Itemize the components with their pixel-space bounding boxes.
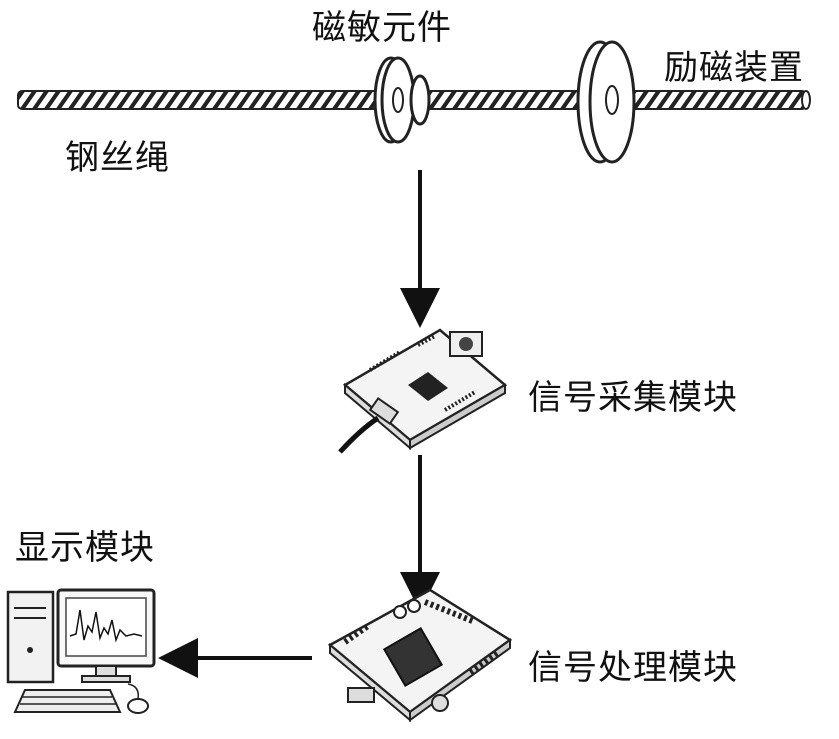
computer-display xyxy=(6,588,156,714)
magnetic-sensor-label: 磁敏元件 xyxy=(312,8,452,48)
signal-processing-label: 信号处理模块 xyxy=(528,648,738,688)
excitation-device xyxy=(576,40,636,164)
display-module-label: 显示模块 xyxy=(15,528,155,568)
signal-acquisition-board xyxy=(338,328,508,454)
excitation-device-label: 励磁装置 xyxy=(664,48,804,88)
signal-processing-board xyxy=(327,588,513,723)
magnetic-sensor-element xyxy=(373,56,431,144)
signal-acquisition-label: 信号采集模块 xyxy=(528,378,738,418)
wire-rope-label: 钢丝绳 xyxy=(65,138,170,178)
